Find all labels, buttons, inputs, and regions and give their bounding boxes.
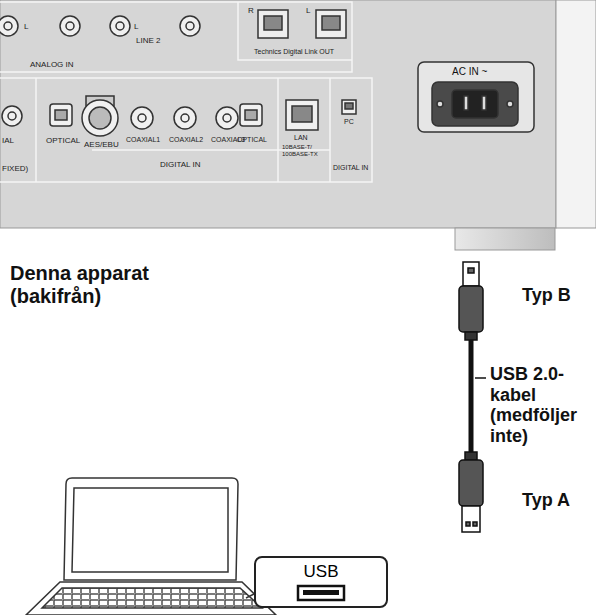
channel-label: L [24,22,28,31]
port-label: COAXIAL1 [126,136,160,144]
usb-cable [459,262,483,532]
port-label: LAN [294,134,308,142]
port-label: 10BASE-T/ 100BASE-TX [282,144,334,158]
section-label: FIXED) [2,164,28,173]
connector-label: Typ B [522,285,571,306]
channel-label: L [134,22,138,31]
section-label: DIGITAL IN [333,164,368,172]
back-panel [0,0,556,228]
port-label: LINE 2 [136,36,160,45]
port-label: PC [344,118,354,126]
callout-box: USB [254,556,388,608]
port-label: OPTICAL [46,136,80,145]
callout-text: USB [264,562,378,582]
port-label: AES/EBU [84,140,119,149]
laptop [26,478,276,615]
port-label: OPTICAL [237,136,267,144]
port-label: AC IN ~ [452,66,487,78]
channel-label: L [306,6,310,15]
foot [455,228,555,250]
section-label: Technics Digital Link OUT [254,48,334,56]
section-label: ANALOG IN [30,60,74,69]
usb-port-icon [296,584,346,602]
cable-label: USB 2.0-kabel (medföljer inte) [490,364,594,447]
connector-label: Typ A [522,490,570,511]
device-caption: Denna apparat (bakifrån) [10,262,200,308]
port-label: COAXIAL2 [169,136,203,144]
section-label: DIGITAL IN [160,160,200,169]
channel-label: R [248,6,254,15]
port-label: IAL [2,136,14,145]
side-cap [556,0,596,228]
